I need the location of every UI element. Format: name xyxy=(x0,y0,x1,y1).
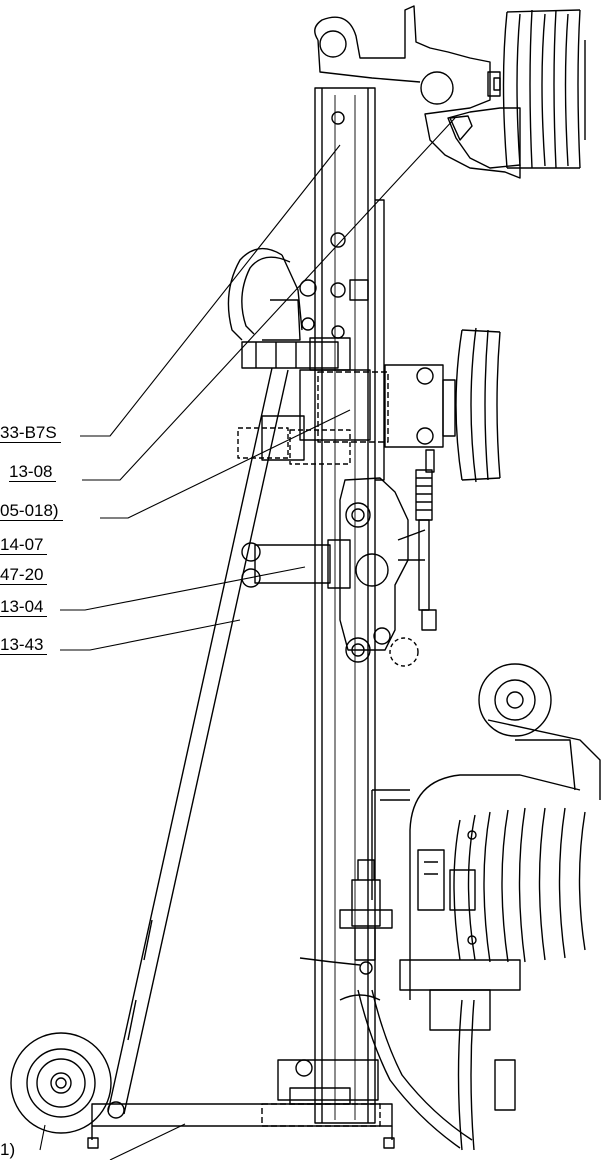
base-wheel xyxy=(10,1032,112,1134)
callout-label-5: 47-20 xyxy=(0,566,48,585)
diagonal-strut xyxy=(107,367,289,1119)
callout-label-3: 05-018) xyxy=(0,502,63,521)
callout-label-1: 33-B7S xyxy=(0,424,61,443)
top-lifting-bracket xyxy=(314,5,521,179)
callout-label-7: 13-43 xyxy=(0,636,48,655)
vertical-column xyxy=(314,87,385,1124)
callout-label-8: 1) xyxy=(0,1140,16,1159)
arm-clamp xyxy=(241,539,351,589)
callout-label-6: 13-04 xyxy=(0,598,48,617)
callout-label-2: 13-08 xyxy=(9,463,57,482)
carry-handle xyxy=(227,247,317,341)
middle-pulley xyxy=(455,327,501,483)
base-frame xyxy=(87,1059,395,1149)
water-valve-and-hose xyxy=(299,859,473,1149)
feed-carriage xyxy=(339,449,437,667)
callout-label-4: 14-07 xyxy=(0,536,48,555)
motor-block xyxy=(237,337,456,465)
top-pulley xyxy=(487,9,586,169)
leader-lines xyxy=(39,117,456,1160)
lower-drive-motor xyxy=(371,663,601,1151)
